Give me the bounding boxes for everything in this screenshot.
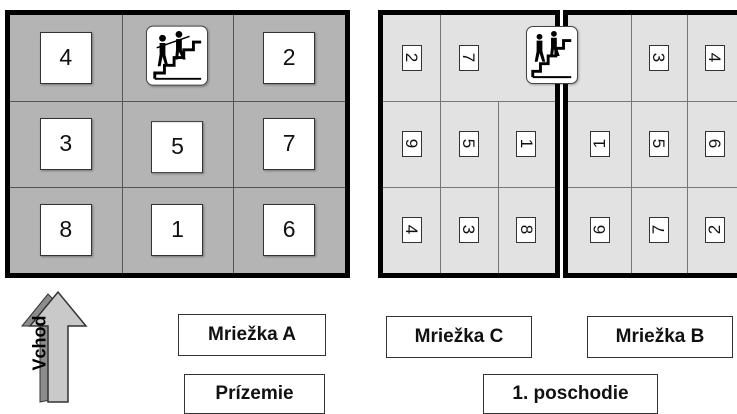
grid-line — [383, 186, 555, 188]
number-box: 7 — [649, 216, 669, 243]
grid-b-cell: 6 — [687, 101, 737, 187]
grid-b-cell: 7 — [631, 187, 687, 273]
grid-a-cell: 8 — [10, 187, 122, 273]
number-box: 1 — [589, 130, 610, 157]
grid-c-cell: 5 — [440, 101, 497, 187]
entrance-arrow — [20, 290, 88, 403]
grid-b-cell: 1 — [568, 101, 631, 187]
grid-b-cell: 3 — [631, 15, 687, 101]
number-box: 6 — [263, 203, 316, 256]
first-floor-label: 1. poschodie — [483, 374, 658, 414]
number-box: 5 — [458, 130, 479, 157]
stairs-icon — [526, 26, 578, 84]
grid-c-cell: 7 — [440, 15, 497, 101]
grid-a-cell — [122, 15, 234, 101]
number-box: 7 — [263, 117, 316, 170]
grid-b-cell: 6 — [568, 187, 631, 273]
number-box: 7 — [458, 44, 479, 71]
number-box: 1 — [151, 203, 204, 256]
stairs-icon — [146, 25, 209, 86]
grid-a-label: Mriežka A — [178, 314, 326, 356]
grid-b-cell: 2 — [687, 187, 737, 273]
grid-a: 4 2 3 5 7 8 1 6 — [5, 10, 350, 278]
grid-c-cell: 9 — [383, 101, 440, 187]
grid-a-cell: 2 — [233, 15, 345, 101]
grid-line — [383, 100, 555, 102]
grid-line — [121, 15, 123, 273]
grid-line — [10, 186, 345, 188]
number-box: 6 — [589, 216, 610, 243]
grid-c-label: Mriežka C — [386, 316, 532, 358]
number-box: 1 — [516, 130, 537, 157]
grid-b-label: Mriežka B — [587, 316, 733, 358]
number-box: 4 — [401, 216, 422, 243]
grid-a-cell: 3 — [10, 101, 122, 187]
number-box: 2 — [401, 44, 422, 71]
grid-a-cell: 1 — [122, 187, 234, 273]
entrance-label: Vchod — [29, 315, 50, 371]
number-box: 8 — [39, 203, 92, 256]
grid-a-cell: 4 — [10, 15, 122, 101]
number-box: 8 — [516, 216, 537, 243]
number-box: 3 — [39, 117, 92, 170]
grid-line — [440, 15, 442, 273]
grid-line — [631, 15, 632, 273]
grid-c-cell: 1 — [498, 101, 555, 187]
number-box: 6 — [705, 130, 725, 157]
grid-c-cell: 4 — [383, 187, 440, 273]
grid-a-cell: 6 — [233, 187, 345, 273]
grid-a-cell: 5 — [122, 101, 234, 187]
number-box: 9 — [401, 130, 422, 157]
grid-line — [10, 100, 345, 102]
grid-c-cell: 2 — [383, 15, 440, 101]
number-box: 4 — [705, 44, 725, 71]
grid-line — [233, 15, 235, 273]
grid-line — [568, 100, 737, 102]
number-box: 3 — [458, 216, 479, 243]
number-box: 4 — [39, 31, 92, 84]
ground-floor-label: Prízemie — [184, 374, 325, 414]
grid-a-cell: 7 — [233, 101, 345, 187]
number-box: 5 — [649, 130, 669, 157]
grid-b-cell: 4 — [687, 15, 737, 101]
grid-line — [687, 15, 688, 273]
number-box: 5 — [151, 121, 204, 174]
grid-line — [568, 186, 737, 188]
number-box: 2 — [705, 216, 725, 243]
number-box: 3 — [649, 44, 669, 71]
grid-c-cell: 3 — [440, 187, 497, 273]
grid-c-cell: 8 — [498, 187, 555, 273]
grid-b: 3 4 1 5 6 6 7 2 — [563, 10, 737, 278]
grid-b-cell: 5 — [631, 101, 687, 187]
number-box: 2 — [263, 31, 316, 84]
